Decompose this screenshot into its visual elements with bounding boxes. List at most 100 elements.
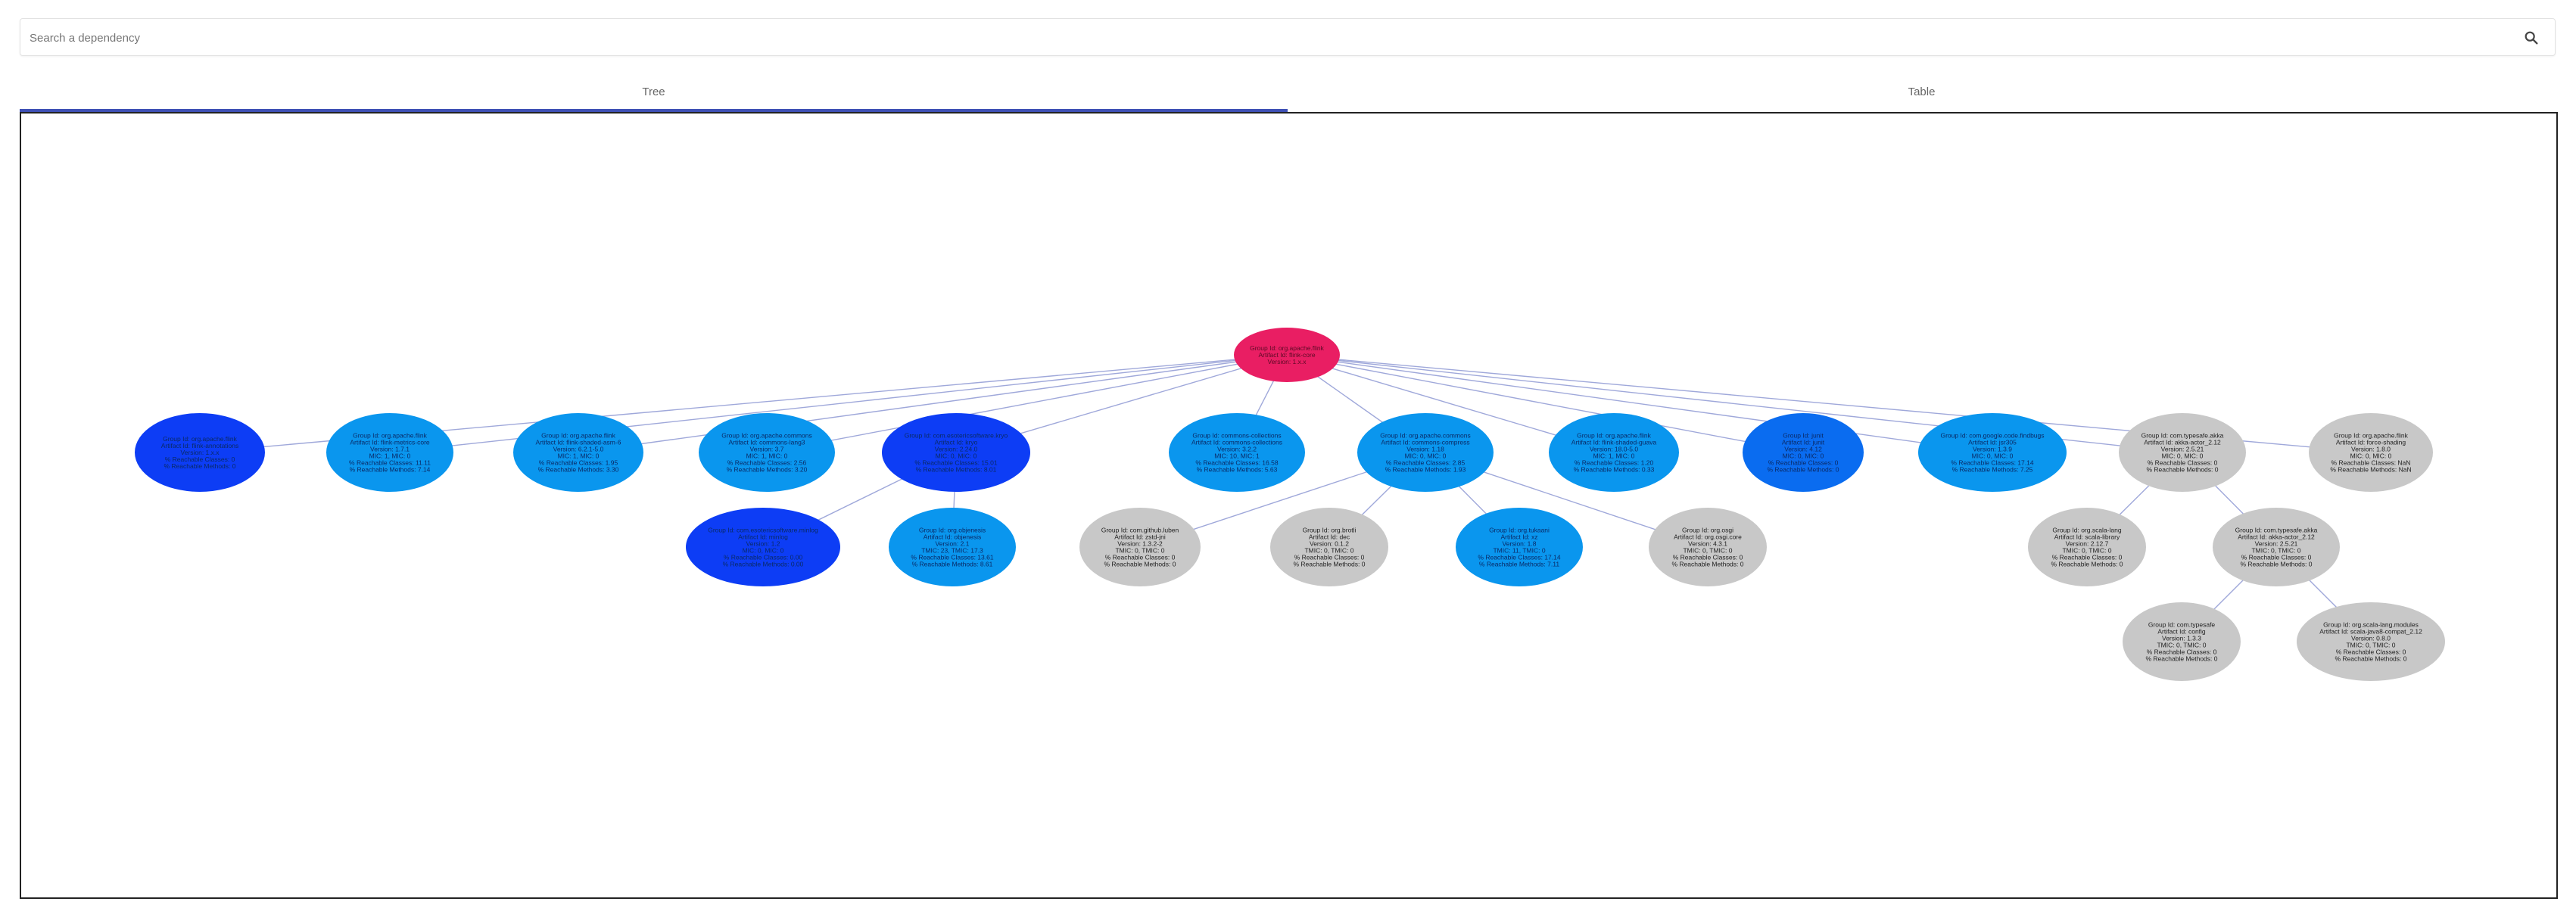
tab-table[interactable]: Table <box>1908 86 1936 98</box>
node-label-line: TMIC: 0, TMIC: 0 <box>1304 547 1353 555</box>
node-ellipse[interactable] <box>2028 508 2146 586</box>
node-ellipse[interactable] <box>2119 413 2246 492</box>
node-label-line: % Reachable Methods: 0.33 <box>1574 466 1655 474</box>
edge-root-n9 <box>1286 354 1804 453</box>
node-label-line: % Reachable Classes: 2.56 <box>727 459 807 467</box>
node-ellipse[interactable] <box>1169 413 1305 492</box>
node-ellipse[interactable] <box>1079 508 1201 586</box>
node-label-line: % Reachable Methods: 8.01 <box>916 466 997 474</box>
search-input[interactable] <box>28 25 2499 51</box>
tree-node-n22[interactable]: Group Id: org.scala-lang.modulesArtifact… <box>2297 602 2445 681</box>
node-label-line: Group Id: org.scala-lang.modules <box>2323 621 2419 629</box>
node-label-line: Artifact Id: dec <box>1309 533 1350 541</box>
node-ellipse[interactable] <box>1456 508 1583 586</box>
node-label-line: TMIC: 23, TMIC: 17.3 <box>921 547 983 555</box>
node-label-line: Artifact Id: scala-java8-compat_2.12 <box>2319 628 2422 636</box>
node-label-line: % Reachable Methods: 0 <box>164 462 236 470</box>
node-label-line: Artifact Id: akka-actor_2.12 <box>2144 439 2221 446</box>
tree-node-n10[interactable]: Group Id: com.google.code.findbugsArtifa… <box>1918 413 2067 492</box>
node-label-line: Artifact Id: flink-shaded-asm-6 <box>536 439 621 446</box>
node-label-line: % Reachable Classes: 0 <box>1768 459 1839 467</box>
node-label-line: Group Id: org.tukaani <box>1489 527 1550 534</box>
node-ellipse[interactable] <box>699 413 835 492</box>
node-label-line: % Reachable Classes: 13.61 <box>911 554 993 561</box>
node-ellipse[interactable] <box>1743 413 1864 492</box>
node-ellipse[interactable] <box>135 413 265 492</box>
node-ellipse[interactable] <box>889 508 1016 586</box>
node-ellipse[interactable] <box>326 413 453 492</box>
node-ellipse[interactable] <box>2123 602 2241 681</box>
node-label-line: % Reachable Methods: 0 <box>1104 561 1176 568</box>
node-label-line: Group Id: commons-collections <box>1192 432 1281 440</box>
node-label-line: % Reachable Classes: 15.01 <box>914 459 997 467</box>
edge-root-n10 <box>1286 354 1993 453</box>
node-ellipse[interactable] <box>1649 508 1767 586</box>
tree-node-n5[interactable]: Group Id: com.esotericsoftware.kryoArtif… <box>882 413 1030 492</box>
node-label-line: Artifact Id: org.osgi.core <box>1674 533 1742 541</box>
node-label-line: % Reachable Methods: 0 <box>2335 655 2407 663</box>
node-label-line: Artifact Id: scala-library <box>2054 533 2120 541</box>
node-label-line: Version: 1.2 <box>746 540 780 548</box>
node-label-line: Artifact Id: commons-compress <box>1381 439 1469 446</box>
search-icon[interactable] <box>2523 30 2540 46</box>
node-ellipse[interactable] <box>2309 413 2433 492</box>
node-label-line: % Reachable Methods: 7.11 <box>1479 561 1559 568</box>
node-label-line: Artifact Id: flink-core <box>1258 351 1315 359</box>
node-ellipse[interactable] <box>513 413 643 492</box>
node-label-line: % Reachable Classes: 0 <box>1105 554 1176 561</box>
node-ellipse[interactable] <box>1357 413 1494 492</box>
node-label-line: Group Id: com.typesafe.akka <box>2141 432 2224 440</box>
node-label-line: Group Id: org.apache.flink <box>163 435 238 443</box>
node-ellipse[interactable] <box>1549 413 1679 492</box>
node-label-line: Version: 0.8.0 <box>2351 635 2391 642</box>
node-label-line: Artifact Id: flink-metrics-core <box>350 439 430 446</box>
node-ellipse[interactable] <box>2213 508 2340 586</box>
node-label-line: % Reachable Classes: 16.58 <box>1195 459 1278 467</box>
node-ellipse[interactable] <box>1234 328 1340 382</box>
node-ellipse[interactable] <box>1918 413 2067 492</box>
node-ellipse[interactable] <box>686 508 840 586</box>
node-label-line: Artifact Id: force-shading <box>2336 439 2406 446</box>
node-label-line: MIC: 1, MIC: 0 <box>746 452 788 460</box>
node-label-line: Artifact Id: commons-collections <box>1191 439 1282 446</box>
node-label-line: Artifact Id: flink-annotations <box>161 442 239 449</box>
node-label-line: Version: 1.8.0 <box>2351 446 2391 453</box>
node-ellipse[interactable] <box>1270 508 1388 586</box>
node-ellipse[interactable] <box>2297 602 2445 681</box>
node-label-line: % Reachable Classes: 1.20 <box>1575 459 1654 467</box>
node-label-line: % Reachable Classes: 11.11 <box>349 459 431 467</box>
tab-tree[interactable]: Tree <box>642 86 665 98</box>
node-label-line: Version: 0.1.2 <box>1310 540 1349 548</box>
node-ellipse[interactable] <box>882 413 1030 492</box>
node-label-line: Version: 1.3.9 <box>1973 446 2012 453</box>
node-label-line: MIC: 0, MIC: 0 <box>743 547 784 555</box>
node-label-line: Version: 1.18 <box>1406 446 1444 453</box>
node-label-line: % Reachable Classes: 0 <box>1673 554 1743 561</box>
tree-node-n13[interactable]: Group Id: com.esotericsoftware.minlogArt… <box>686 508 840 586</box>
node-label-line: Artifact Id: zstd-jni <box>1114 533 1166 541</box>
node-label-line: Version: 3.7 <box>750 446 784 453</box>
node-label-line: Version: 1.x.x <box>180 449 220 456</box>
node-label-line: % Reachable Methods: 3.30 <box>538 466 619 474</box>
